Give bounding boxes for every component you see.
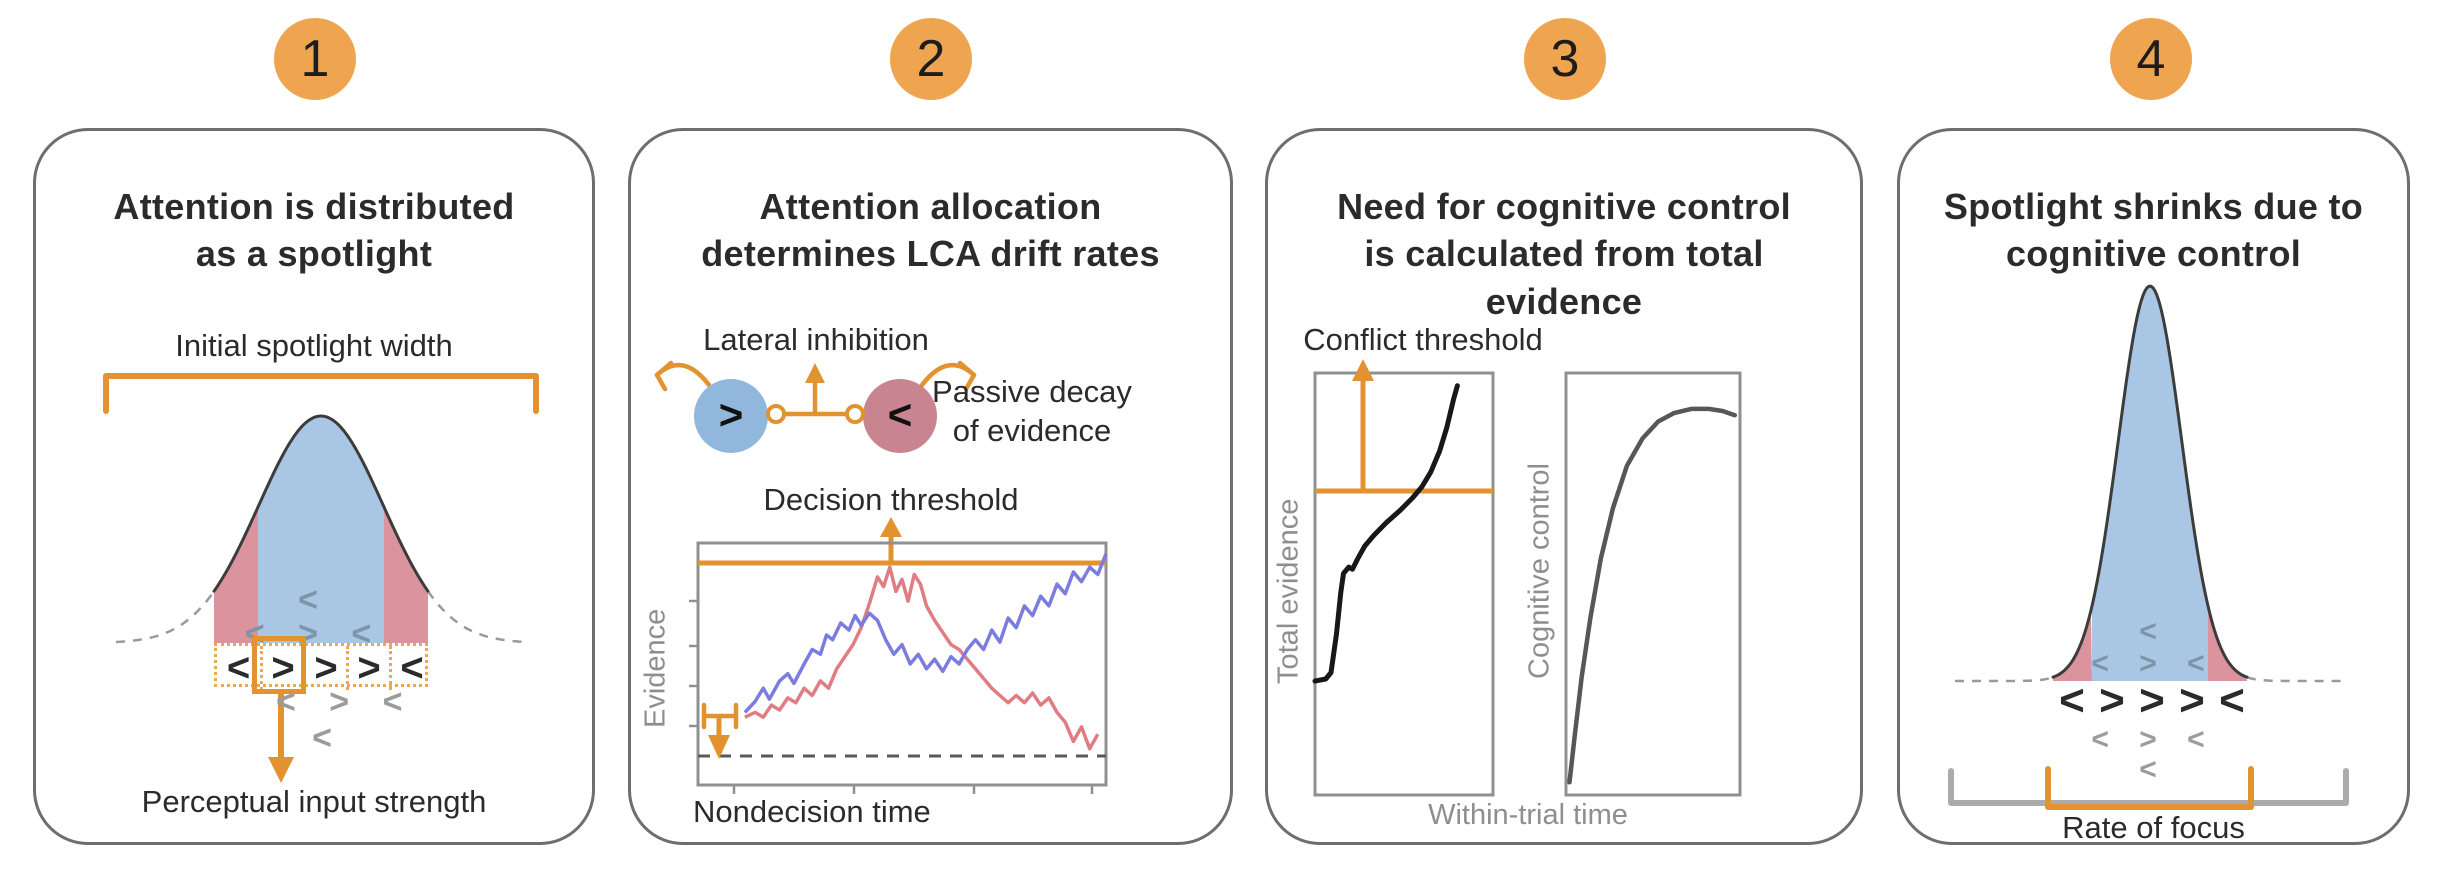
step-2-badge: 2 xyxy=(890,18,972,100)
total-evidence-plot-frame xyxy=(1313,371,1495,797)
shrunk-bell-svg xyxy=(1948,284,2349,810)
step-3-number: 3 xyxy=(1550,30,1580,88)
step-1-number: 1 xyxy=(300,30,330,88)
decision-threshold-arrow-head xyxy=(880,517,902,537)
bell-pink xyxy=(214,507,258,643)
bell-dash xyxy=(115,590,216,644)
panel-4-spotlight-shrinks: Spotlight shrinks due to cognitive contr… xyxy=(1897,128,2410,845)
panel-3-title: Need for cognitive control is calculated… xyxy=(1337,185,1791,322)
within-trial-time-axis-label: Within-trial time xyxy=(1428,799,1628,831)
bell-outline xyxy=(212,414,430,593)
bell-pink xyxy=(2208,606,2247,681)
stimulus-row: < > > > < xyxy=(2052,676,2252,725)
evidence-axis-label: Evidence xyxy=(639,608,672,729)
correct-evidence-trace xyxy=(743,553,1108,714)
rate-of-focus-bracket xyxy=(2045,766,2254,810)
nondecision-arrow-head xyxy=(708,735,730,759)
panel-4-title: Spotlight shrinks due to cognitive contr… xyxy=(1943,185,2364,275)
perceptual-input-strength-label: Perceptual input strength xyxy=(141,784,487,819)
lca-diagram-svg xyxy=(654,360,1108,794)
lateral-inhibition-label: Lateral inhibition xyxy=(703,322,929,357)
bell-pink xyxy=(2053,610,2092,681)
panel-2-title: Attention allocation determines LCA drif… xyxy=(701,185,1160,275)
cognitive-control-curve xyxy=(1567,406,1738,785)
lateral-inhibition-arrow-head xyxy=(805,363,825,383)
initial-width-bracket-gray xyxy=(1948,768,2349,806)
right-unit-glyph: < xyxy=(887,391,913,438)
stimulus-attended: > xyxy=(2099,676,2125,725)
step-4-badge: 4 xyxy=(2110,18,2192,100)
step-3-badge: 3 xyxy=(1524,18,1606,100)
spotlight-width-bracket xyxy=(103,373,539,414)
stimulus-flanker: > xyxy=(2139,676,2165,725)
rate-of-focus-label: Rate of focus xyxy=(2062,810,2245,845)
stimulus-attended: > xyxy=(260,646,303,690)
cognitive-control-axis-label: Cognitive control xyxy=(1523,463,1556,679)
incorrect-evidence-trace xyxy=(744,565,1100,751)
right-accumulator-unit xyxy=(863,379,937,453)
panel-2-lca-drift-rates: Attention allocation determines LCA drif… xyxy=(628,128,1233,845)
faded-arrow-row-2: < > < xyxy=(2091,647,2216,680)
cognitive-control-plot-frame xyxy=(1564,371,1742,797)
step-1-badge: 1 xyxy=(274,18,356,100)
bell-blue xyxy=(258,416,384,643)
spotlight-bell-svg xyxy=(103,373,539,783)
passive-decay-label: Passive decay of evidence xyxy=(932,374,1132,448)
initial-spotlight-width-label: Initial spotlight width xyxy=(175,328,453,363)
stimulus-row: < > > > < xyxy=(214,643,428,690)
evidence-plot-frame xyxy=(696,541,1108,787)
faded-arrow-row-4: < xyxy=(2139,753,2168,786)
total-evidence-axis-label: Total evidence xyxy=(1272,498,1305,684)
total-evidence-curve xyxy=(1312,383,1460,684)
perceptual-arrow-head xyxy=(268,757,294,783)
stimulus-flanker: < xyxy=(2219,676,2245,725)
decay-arrow-left-head xyxy=(654,360,674,392)
conflict-threshold-arrow-head xyxy=(1352,359,1374,381)
control-plots-svg xyxy=(1312,359,1742,797)
left-accumulator-unit xyxy=(694,379,768,453)
step-4-number: 4 xyxy=(2136,30,2166,88)
left-unit-glyph: > xyxy=(718,391,744,438)
bell-dash xyxy=(426,590,527,644)
bell-pink xyxy=(384,507,428,643)
decision-threshold-label: Decision threshold xyxy=(763,482,1019,517)
stimulus-flanker: < xyxy=(389,646,432,690)
stimulus-flanker: < xyxy=(226,645,251,690)
shrunk-attention-bell-curve xyxy=(1955,284,2345,683)
panel-1-title: Attention is distributed as a spotlight xyxy=(113,185,515,275)
conflict-threshold-label: Conflict threshold xyxy=(1303,322,1543,357)
attended-item-highlight-box xyxy=(252,636,306,694)
bell-dash xyxy=(1955,676,2054,683)
faded-arrow-row-4: < xyxy=(312,719,344,757)
panel-3-cognitive-control: Need for cognitive control is calculated… xyxy=(1265,128,1863,845)
bell-outline xyxy=(2051,284,2249,679)
stimulus-flanker: > xyxy=(2179,676,2205,725)
bell-blue xyxy=(2092,286,2208,681)
bell-dash xyxy=(2246,676,2345,683)
stimulus-flanker: > xyxy=(346,646,389,690)
panel-1-attention-spotlight: Attention is distributed as a spotlight … xyxy=(33,128,595,845)
faded-arrow-row-1: < xyxy=(2139,615,2168,648)
stimulus-flanker: < xyxy=(2059,676,2085,725)
inhibitory-synapse-right xyxy=(845,404,865,424)
decay-arrow-right-head xyxy=(957,360,977,392)
inhibitory-synapse-left xyxy=(766,404,786,424)
faded-arrow-row-1: < xyxy=(298,581,330,619)
faded-arrow-row-3: < > < xyxy=(2091,723,2216,756)
step-2-number: 2 xyxy=(916,30,946,88)
attention-bell-curve xyxy=(115,414,527,644)
nondecision-time-label: Nondecision time xyxy=(693,794,931,829)
